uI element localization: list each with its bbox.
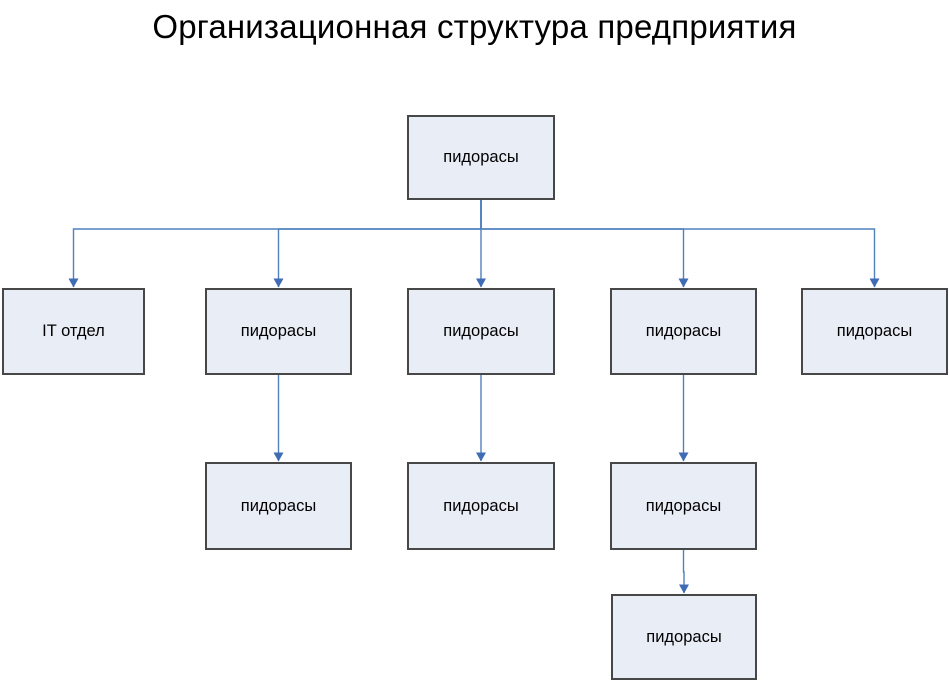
org-node-dept-5: пидорасы (801, 288, 948, 375)
org-node-label: пидорасы (645, 322, 722, 340)
org-node-label: пидорасы (443, 322, 519, 340)
connector-sub-4-to-leaf-4 (679, 550, 689, 594)
org-node-sub-4: пидорасы (610, 462, 757, 550)
org-node-sub-2: пидорасы (205, 462, 352, 550)
org-node-label: пидорасы (836, 322, 913, 340)
org-node-label: пидорасы (240, 496, 317, 515)
org-node-label: пидорасы (646, 627, 722, 646)
org-node-label: IT отдел (42, 322, 105, 340)
connector-root-to-dept-2 (273, 200, 482, 288)
connector-root-to-dept-5 (480, 200, 880, 288)
org-node-label: пидорасы (645, 496, 722, 515)
org-node-dept-4: пидорасы (610, 288, 757, 375)
org-node-dept-1: IT отдел (2, 288, 145, 375)
org-node-leaf-4: пидорасы (611, 594, 757, 680)
org-node-dept-2: пидорасы (205, 288, 352, 375)
connector-root-to-dept-1 (68, 200, 482, 288)
connector-root-to-dept-4 (480, 200, 689, 288)
org-node-label: пидорасы (443, 496, 519, 515)
org-node-root: пидорасы (407, 115, 555, 200)
org-node-sub-3: пидорасы (407, 462, 555, 550)
diagram-title: Организационная структура предприятия (152, 8, 797, 45)
org-node-dept-3: пидорасы (407, 288, 555, 375)
org-node-label: пидорасы (443, 148, 519, 166)
org-node-label: пидорасы (240, 322, 317, 340)
